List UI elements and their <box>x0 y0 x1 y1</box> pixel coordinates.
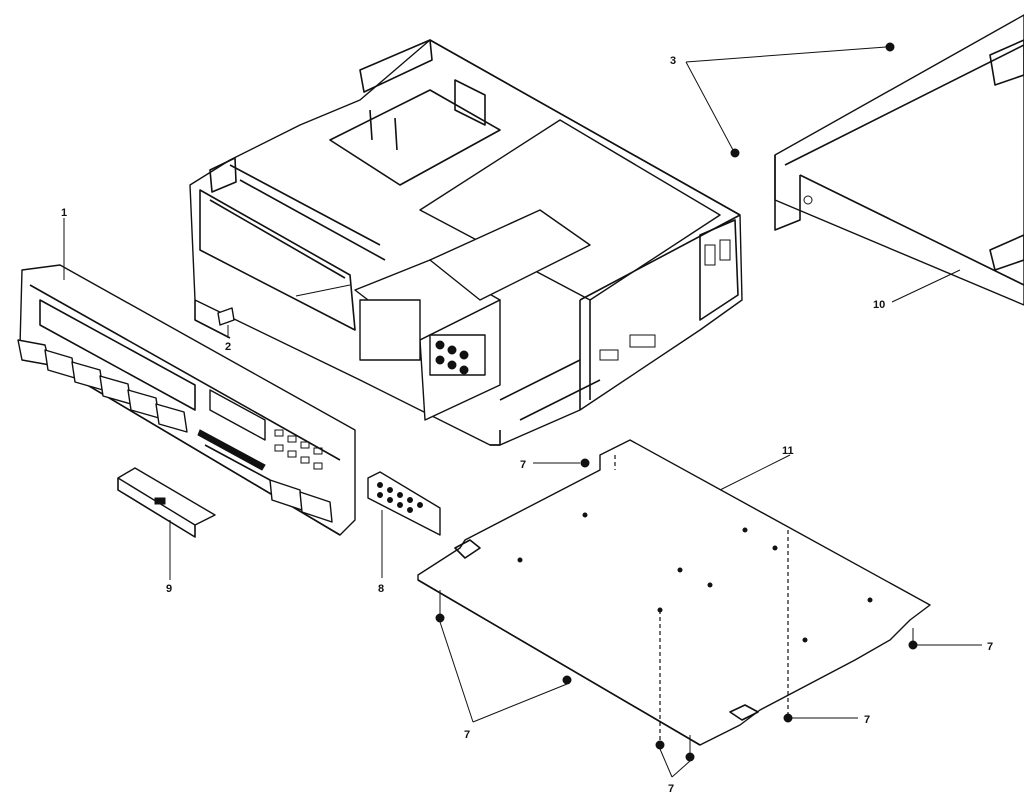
screw-7-left-pair <box>435 613 572 685</box>
terminal-plate <box>367 471 441 578</box>
keypad <box>274 429 323 470</box>
door-part <box>117 467 216 580</box>
label-screw-c: 7 <box>864 714 870 726</box>
label-bottom-plate: 11 <box>782 445 794 457</box>
bottom-plate <box>417 439 931 746</box>
label-screw-d: 7 <box>464 729 470 741</box>
label-screw-a: 7 <box>520 459 526 471</box>
label-lamp: 2 <box>225 341 231 353</box>
button-row <box>17 339 333 523</box>
label-screw-b: 7 <box>987 641 993 653</box>
label-terminal-plate: 8 <box>378 583 384 595</box>
screw-7-top <box>580 458 590 468</box>
screw-7-right <box>908 640 918 650</box>
screw-7-mid-right <box>783 713 793 723</box>
label-screw-e: 7 <box>668 783 674 795</box>
connector-block <box>429 334 486 376</box>
front-panel <box>17 264 356 536</box>
screw-7-bottom-pair <box>655 740 695 762</box>
lamp-part <box>217 307 235 338</box>
top-cover <box>774 14 1024 306</box>
chassis <box>189 39 743 446</box>
label-top-cover: 10 <box>873 299 885 311</box>
screw-3-upper <box>885 42 895 52</box>
label-door: 9 <box>166 583 172 595</box>
screw-3-lower <box>730 148 740 158</box>
label-front-panel: 1 <box>61 207 67 219</box>
label-screws: 3 <box>670 55 676 67</box>
